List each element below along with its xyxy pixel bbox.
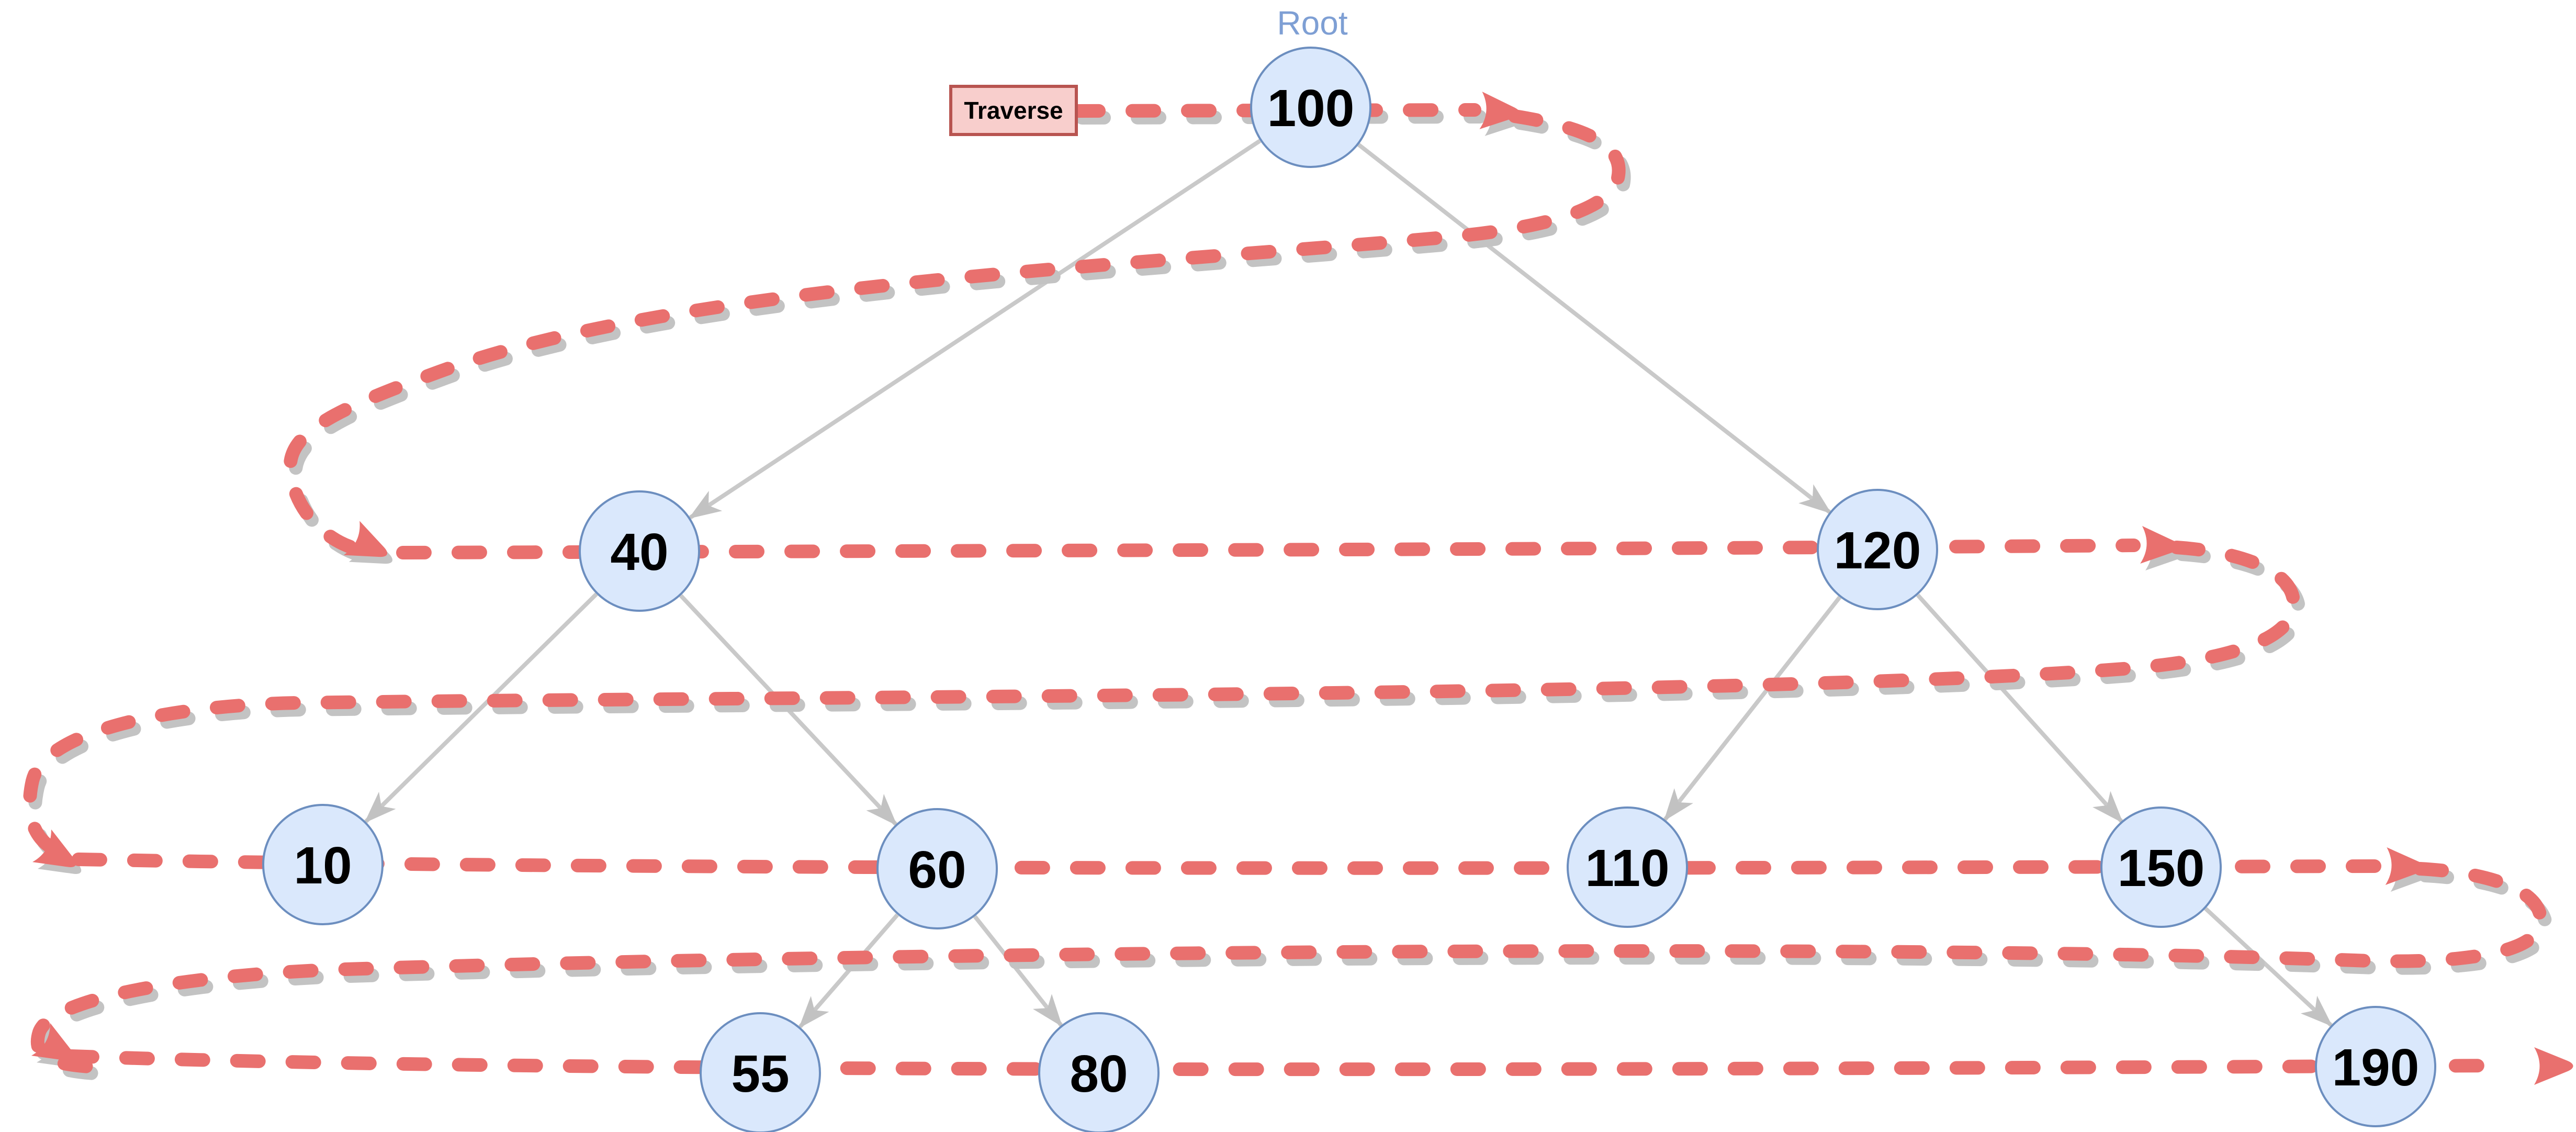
node-value-100: 100 (1267, 79, 1355, 138)
node-circle-190 (2315, 1006, 2436, 1127)
traversal-segment-wrap-3 (30, 862, 2548, 1074)
node-circle-40 (579, 490, 700, 612)
tree-edge-100-120 (1357, 142, 1832, 514)
tree-edge-40-10 (364, 592, 598, 823)
tree-edge-60-80 (973, 915, 1063, 1027)
tree-node-190: 190 (2315, 1006, 2436, 1127)
node-value-150: 150 (2118, 839, 2205, 898)
traversal-segment-level-1 (1070, 103, 1481, 118)
traversal-segment-wrap-1 (283, 109, 1626, 556)
traversal-path-shadows (28, 98, 2553, 1082)
node-value-120: 120 (1834, 521, 1921, 580)
node-circle-60 (876, 808, 998, 929)
traversal-segment-level-3 (72, 853, 2387, 875)
traverse-label-box: Traverse (949, 85, 1078, 136)
node-circle-10 (262, 804, 384, 925)
node-circle-100 (1250, 47, 1371, 168)
node-value-10: 10 (294, 836, 352, 895)
tree-node-100: 100 (1250, 47, 1371, 168)
traversal-segment-level-2 (396, 539, 2141, 559)
node-value-60: 60 (908, 840, 966, 899)
tree-node-60: 60 (876, 808, 998, 929)
traverse-label-text: Traverse (964, 97, 1063, 124)
tree-edge-100-40 (688, 139, 1262, 520)
tree-nodes: 100 40 120 10 60 110 150 55 (262, 47, 2436, 1132)
tree-edges (364, 139, 2333, 1029)
node-value-190: 190 (2332, 1038, 2420, 1097)
tree-edge-150-190 (2204, 907, 2333, 1027)
traverse-box-rect (949, 85, 1078, 136)
traversal-segment-wrap-2 (23, 541, 2301, 863)
node-value-110: 110 (1585, 839, 1669, 898)
tree-node-10: 10 (262, 804, 384, 925)
tree-node-80: 80 (1038, 1012, 1160, 1132)
root-pointer-label: Root (1277, 4, 1347, 42)
node-circle-55 (700, 1012, 821, 1132)
traversal-segment-level-4 (64, 1049, 2516, 1077)
tree-node-55: 55 (700, 1012, 821, 1132)
traversal-arrow-end (2534, 1047, 2573, 1085)
traversal-path (23, 92, 2573, 1085)
tree-node-150: 150 (2100, 806, 2222, 928)
node-circle-120 (1817, 489, 1938, 610)
tree-node-120: 120 (1817, 489, 1938, 610)
node-value-55: 55 (731, 1045, 789, 1103)
node-circle-80 (1038, 1012, 1160, 1132)
tree-edge-120-110 (1663, 596, 1842, 822)
node-value-80: 80 (1070, 1045, 1128, 1103)
path-shadow-wrap-3 (36, 869, 2553, 1081)
tree-node-40: 40 (579, 490, 700, 612)
node-circle-110 (1567, 806, 1688, 928)
node-circle-150 (2100, 806, 2222, 928)
tree-node-110: 110 (1567, 806, 1688, 928)
path-shadow-wrap-2 (28, 547, 2306, 870)
node-value-40: 40 (610, 523, 668, 581)
path-shadow-level-1 (1075, 110, 1487, 125)
tree-edge-120-150 (1916, 593, 2123, 823)
